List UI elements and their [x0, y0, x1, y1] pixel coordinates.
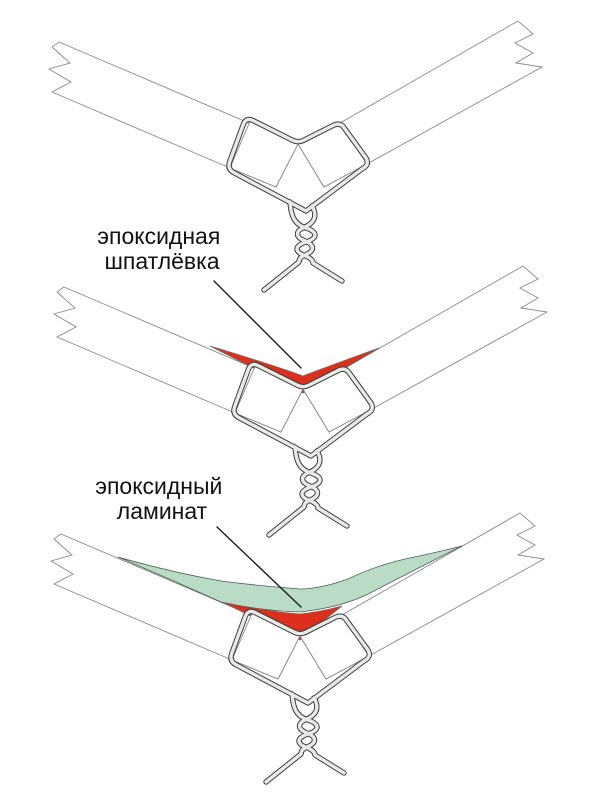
plywood-panels — [48, 20, 543, 188]
epoxy-laminate-strip — [117, 545, 463, 613]
stage-2-epoxy-putty-joint — [53, 265, 548, 535]
putty-callout-line — [213, 280, 302, 369]
epoxy-laminate-label-line1: эпоксидный — [95, 473, 222, 499]
epoxy-laminate-label: эпоксидный ламинат — [95, 473, 229, 524]
epoxy-putty-label-line1: эпоксидная — [97, 223, 220, 249]
epoxy-putty-label: эпоксидная шпатлёвка — [97, 223, 226, 274]
laminate-callout-line — [216, 526, 302, 608]
plywood-panels — [53, 265, 548, 433]
epoxy-laminate-label-line2: ламинат — [117, 498, 208, 524]
epoxy-putty-label-line2: шпатлёвка — [104, 248, 219, 274]
stage-3-epoxy-laminate-joint — [50, 512, 545, 782]
